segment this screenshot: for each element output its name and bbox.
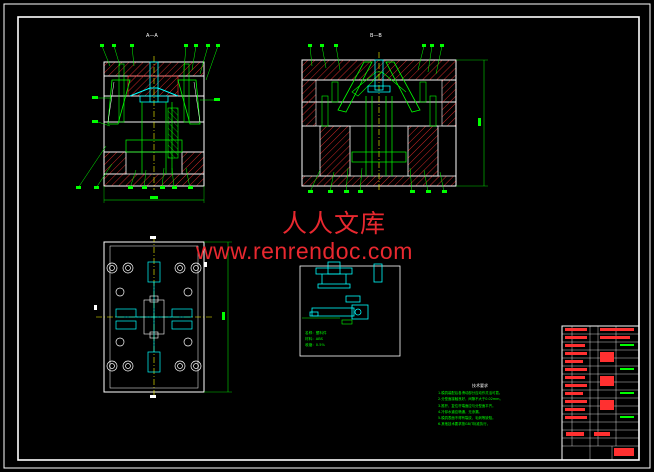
tech-note-item: 4.冷却水道应畅通，无渗漏。 (438, 409, 482, 414)
drawing-frame (3, 3, 651, 469)
part-specs: 名称：塑料件 材料：ABS 收缩：0.5% (305, 330, 327, 348)
tech-note-item: 2.分型面接触良好，间隙不大于0.02mm。 (438, 397, 503, 402)
tech-note-item: 3.推杆、复位杆端面应与分型面平齐。 (438, 403, 496, 408)
section-b-view (301, 44, 488, 193)
section-b-label: B—B (370, 33, 382, 39)
spec-name: 名称：塑料件 (305, 331, 327, 335)
watermark-url: www.renrendoc.com (196, 238, 413, 264)
tech-notes-title: 技术要求 (472, 383, 488, 388)
watermark-logo-text: 人人文库 (282, 209, 387, 238)
spec-shrinkage: 收缩：0.5% (305, 343, 325, 347)
section-a-label: A—A (146, 33, 158, 39)
tech-note-item: 5.模具表面不得有裂纹、毛刺等缺陷。 (438, 416, 496, 421)
title-block (561, 325, 640, 461)
tech-note-item: 1.模具装配后各滑动部分应动作灵活可靠。 (438, 391, 503, 395)
plan-view (94, 236, 232, 398)
section-a-view (76, 44, 220, 203)
spec-material: 材料：ABS (305, 337, 323, 341)
tech-note-item: 6.其他技术要求按GB/T标准执行。 (438, 422, 491, 427)
technical-notes: 技术要求 1.模具装配后各滑动部分应动作灵活可靠。 2.分型面接触良好，间隙不大… (438, 382, 558, 428)
part-detail-view (299, 261, 401, 357)
